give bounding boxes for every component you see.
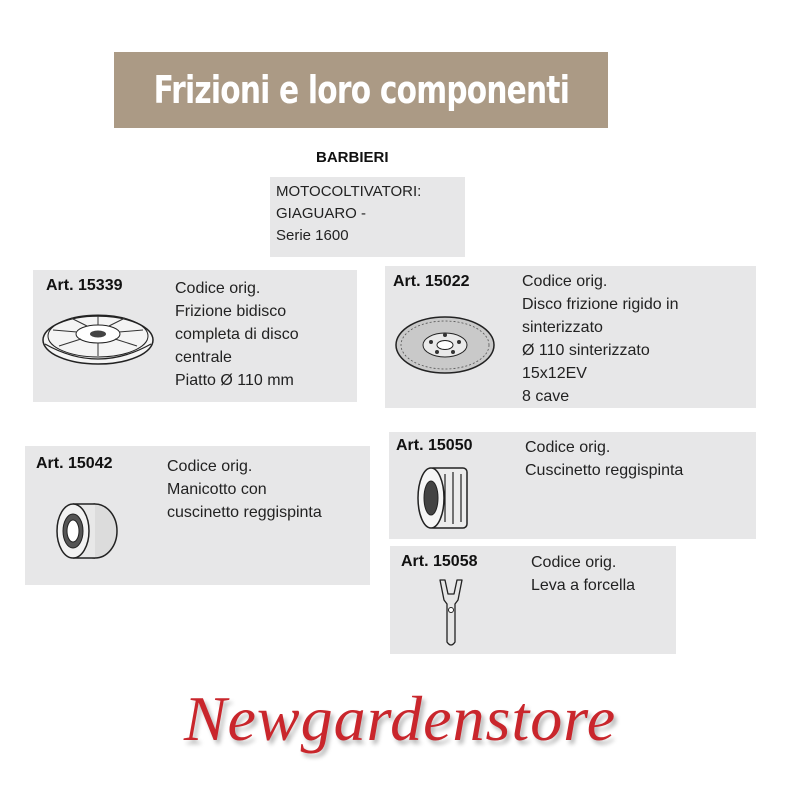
product-card-15022[interactable]: Art. 15022 Codice orig. Disco frizione r…	[385, 266, 756, 408]
article-number: Art. 15339	[46, 277, 123, 294]
fork-lever-icon	[439, 579, 463, 646]
description-line: Codice orig.	[522, 273, 608, 290]
category-box: MOTOCOLTIVATORI: GIAGUARO - Serie 1600	[270, 177, 465, 257]
description-line: cuscinetto reggispinta	[167, 504, 322, 521]
description-line: Cuscinetto reggispinta	[525, 462, 684, 479]
article-number: Art. 15042	[36, 455, 113, 472]
product-description: Codice orig. Disco frizione rigido in si…	[522, 270, 679, 408]
article-number: Art. 15022	[393, 273, 470, 290]
clutch-disc-icon	[395, 316, 495, 374]
article-number: Art. 15058	[401, 553, 478, 570]
product-card-15058[interactable]: Art. 15058 Codice orig. Leva a forcella	[390, 546, 676, 654]
description-line: Codice orig.	[531, 554, 617, 571]
category-line: GIAGUARO -	[276, 205, 367, 222]
bearing-sleeve-icon	[56, 503, 118, 559]
description-line: Disco frizione rigido in	[522, 296, 679, 313]
category-line: Serie 1600	[276, 227, 349, 244]
description-line: Ø 110 sinterizzato	[522, 342, 650, 359]
description-line: Codice orig.	[167, 458, 253, 475]
description-line: completa di disco	[175, 326, 299, 343]
store-watermark: Newgardenstore	[183, 683, 617, 754]
description-line: sinterizzato	[522, 319, 603, 336]
description-line: 8 cave	[522, 388, 570, 405]
header-banner: Frizioni e loro componenti	[114, 52, 608, 128]
product-card-15050[interactable]: Art. 15050 Codice orig. Cuscinetto reggi…	[389, 432, 756, 539]
description-line: 15x12EV	[522, 365, 587, 382]
description-line: Leva a forcella	[531, 577, 636, 594]
product-description: Codice orig. Manicotto con cuscinetto re…	[167, 455, 322, 524]
article-number: Art. 15050	[396, 437, 473, 454]
description-line: Frizione bidisco	[175, 303, 287, 320]
product-card-15042[interactable]: Art. 15042 Codice orig. Manicotto con cu…	[25, 446, 370, 585]
product-description: Codice orig. Cuscinetto reggispinta	[525, 436, 683, 482]
product-card-15339[interactable]: Art. 15339 Codice orig. Frizione bidisco…	[33, 270, 357, 402]
page-title: Frizioni e loro componenti	[153, 68, 569, 112]
description-line: centrale	[175, 349, 232, 366]
description-line: Manicotto con	[167, 481, 267, 498]
description-line: Codice orig.	[525, 439, 611, 456]
description-line: Piatto Ø 110 mm	[175, 372, 294, 389]
description-line: Codice orig.	[175, 280, 261, 297]
category-line: MOTOCOLTIVATORI:	[276, 183, 422, 200]
product-description: Codice orig. Leva a forcella	[531, 551, 635, 597]
product-description: Codice orig. Frizione bidisco completa d…	[175, 277, 299, 392]
thrust-bearing-icon	[417, 467, 468, 529]
brand-label: BARBIERI	[316, 149, 389, 166]
clutch-assembly-icon	[42, 314, 154, 365]
